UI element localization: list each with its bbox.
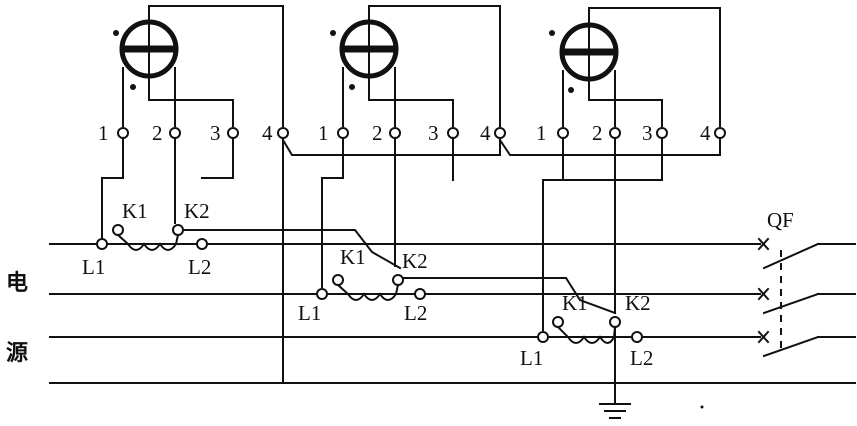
meter-3-terminal-2 xyxy=(609,127,621,139)
meter-2-terminal-1 xyxy=(337,127,349,139)
ct-3-k1-label: K1 xyxy=(562,291,588,315)
ct-2-l1-label: L1 xyxy=(298,301,321,325)
ct-2-k1-label: K1 xyxy=(340,245,366,269)
meter-3-terminal-4-label: 4 xyxy=(700,121,711,145)
meter-1-terminal-2 xyxy=(169,127,181,139)
power-bus xyxy=(49,243,856,384)
source-label-top: 电 xyxy=(6,271,28,296)
meter-2-terminal-3 xyxy=(447,127,459,139)
meter-3-terminal-3-label: 3 xyxy=(642,121,653,145)
meter-wiring xyxy=(101,137,721,384)
meter-disc-icon xyxy=(339,19,399,79)
ct-1-k2-label: K2 xyxy=(184,199,210,223)
meter-3-dot-top xyxy=(549,30,555,36)
meter-3-terminal-2-label: 2 xyxy=(592,121,603,145)
meter-2-dot-bottom xyxy=(349,84,355,90)
ct-3-k2-label: K2 xyxy=(625,291,651,315)
meter-1-terminal-4-label: 4 xyxy=(262,121,273,145)
breaker-blade-1 xyxy=(762,242,820,270)
ct-coil-icon xyxy=(116,233,180,251)
breaker-blade-3 xyxy=(762,335,820,358)
ct-1-terminal-l2 xyxy=(196,238,208,250)
meter-1-terminal-1-label: 1 xyxy=(98,121,109,145)
meter-1: 1 2 3 4 xyxy=(98,5,289,145)
ct-3-terminal-l1 xyxy=(537,331,549,343)
meter-1-terminal-2-label: 2 xyxy=(152,121,163,145)
ct-2-l2-label: L2 xyxy=(404,301,427,325)
meter-2-terminal-3-label: 3 xyxy=(428,121,439,145)
meter-2-terminal-4 xyxy=(494,127,506,139)
meter-1-terminal-3-label: 3 xyxy=(210,121,221,145)
meter-1-dot-top xyxy=(113,30,119,36)
meter-3-terminal-1-label: 1 xyxy=(536,121,547,145)
ct-1-l1-label: L1 xyxy=(82,255,105,279)
ct-2-terminal-k1 xyxy=(332,274,344,286)
current-transformer-1: K1 K2 L1 L2 xyxy=(82,199,211,279)
breaker-blade-2 xyxy=(762,292,820,315)
meter-1-terminal-1 xyxy=(117,127,129,139)
ct-3-terminal-l2 xyxy=(631,331,643,343)
ct-3-l1-label: L1 xyxy=(520,346,543,370)
meter-3-terminal-1 xyxy=(557,127,569,139)
ct-3-terminal-k2 xyxy=(609,316,621,328)
ct-3-terminal-k1 xyxy=(552,316,564,328)
meter-1-terminal-3 xyxy=(227,127,239,139)
ct-2-k2-label: K2 xyxy=(402,249,428,273)
ct-coil-icon xyxy=(556,325,617,344)
current-transformer-3: K1 K2 L1 L2 xyxy=(520,291,653,370)
meter-1-dot-bottom xyxy=(130,84,136,90)
ct-2-terminal-l1 xyxy=(316,288,328,300)
ct-1-terminal-l1 xyxy=(96,238,108,250)
stray-dot xyxy=(700,405,704,409)
meter-disc-icon xyxy=(559,22,619,82)
current-transformer-2: K1 K2 L1 L2 xyxy=(298,245,428,325)
meter-disc-icon xyxy=(119,19,179,79)
ct-1-terminal-k2 xyxy=(172,224,184,236)
meter-2-terminal-2-label: 2 xyxy=(372,121,383,145)
meter-3: 1 2 3 4 xyxy=(536,7,726,145)
ground-icon xyxy=(599,326,631,419)
source-label-bottom: 源 xyxy=(6,341,28,366)
meter-2-terminal-1-label: 1 xyxy=(318,121,329,145)
ct-2-terminal-k2 xyxy=(392,274,404,286)
ct-1-k1-label: K1 xyxy=(122,199,148,223)
ct-1-terminal-k1 xyxy=(112,224,124,236)
ct-2-terminal-l2 xyxy=(414,288,426,300)
ct-3-l2-label: L2 xyxy=(630,346,653,370)
meter-3-terminal-4 xyxy=(714,127,726,139)
meter-1-terminal-4 xyxy=(277,127,289,139)
ct-coil-icon xyxy=(336,283,400,301)
circuit-breaker: QF xyxy=(757,208,856,358)
meter-3-terminal-3 xyxy=(656,127,668,139)
meter-2-terminal-4-label: 4 xyxy=(480,121,491,145)
meter-2: 1 2 3 4 xyxy=(318,5,506,145)
meter-2-terminal-2 xyxy=(389,127,401,139)
meter-2-dot-top xyxy=(330,30,336,36)
breaker-label: QF xyxy=(767,208,794,232)
ct-1-l2-label: L2 xyxy=(188,255,211,279)
meter-3-dot-bottom xyxy=(568,87,574,93)
